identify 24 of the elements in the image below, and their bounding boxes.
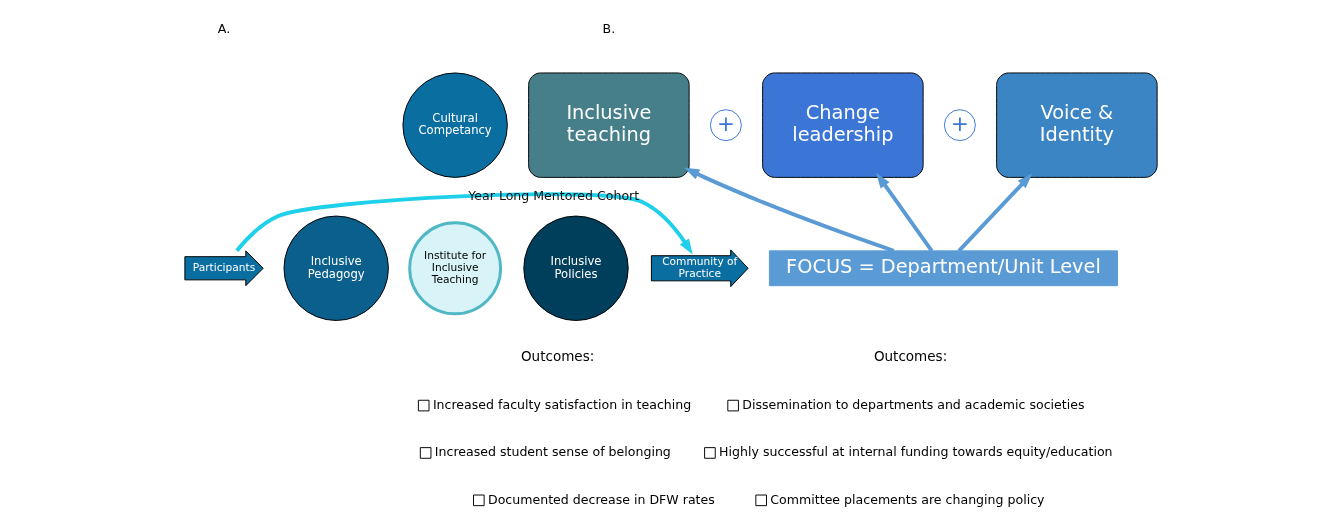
label: Outcomes: [520, 348, 594, 365]
node-circle: Inclusive Pedagogy [283, 215, 389, 321]
label: + [950, 110, 969, 136]
arrow [957, 173, 1032, 253]
node-box: Inclusive teaching [527, 72, 690, 178]
label: + [716, 110, 735, 136]
label: B. [602, 20, 615, 36]
node-circle: Cultural Competancy [401, 72, 508, 178]
arrow [875, 172, 933, 252]
node-box: Change leadership [761, 72, 924, 178]
label: Documented decrease in DFW rates [487, 491, 715, 507]
label: A. [217, 20, 230, 36]
label: Committee placements are changing policy [769, 491, 1044, 507]
label: Outcomes: [873, 348, 947, 365]
node-box: Voice & Identity [995, 72, 1158, 178]
node-circle: Inclusive Policies [522, 215, 629, 321]
label: Dissemination to departments and academic societies [741, 396, 1085, 412]
label: Highly successful at internal funding towards equity/education [718, 444, 1113, 460]
node-box: FOCUS = Department/Unit Level [768, 250, 1118, 287]
arrow [234, 192, 693, 255]
label: Increased student sense of belonging [434, 444, 671, 460]
label: Increased faculty satisfaction in teaching [432, 396, 691, 412]
node-circle: Institute for Inclusive Teaching [407, 221, 502, 316]
arrow [683, 167, 894, 253]
